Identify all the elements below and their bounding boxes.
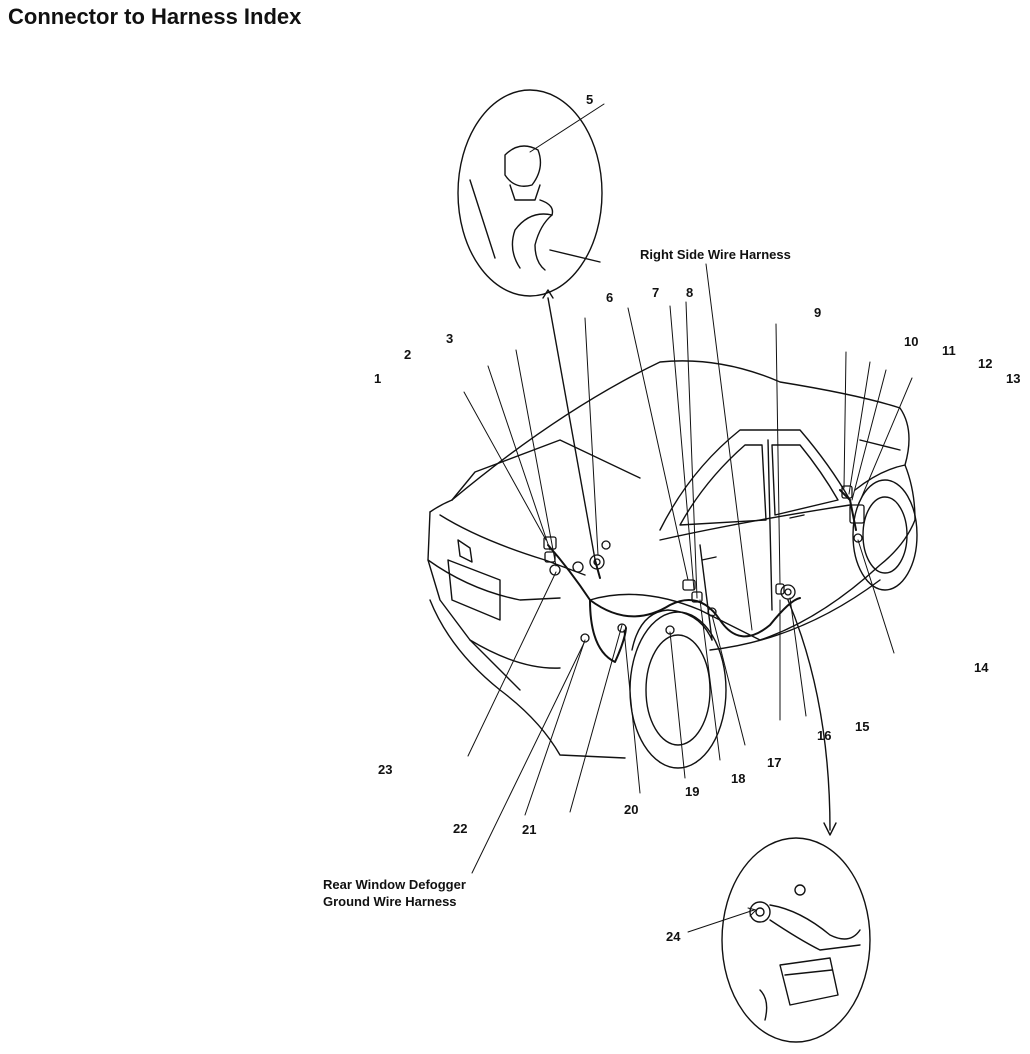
callout-18: 18 bbox=[731, 771, 746, 786]
callout-5: 5 bbox=[586, 92, 594, 107]
callout-11: 11 bbox=[942, 343, 956, 358]
detail-bubble-connector-5 bbox=[457, 89, 603, 297]
rear-window-defogger-line-1: Rear Window Defogger bbox=[323, 877, 466, 892]
callout-17: 17 bbox=[767, 755, 782, 770]
harness-routing bbox=[547, 489, 857, 663]
right-side-wire-harness-label: Right Side Wire Harness bbox=[640, 246, 791, 263]
callout-13: 13 bbox=[1006, 371, 1021, 386]
callout-6: 6 bbox=[606, 290, 614, 305]
callout-16: 16 bbox=[817, 728, 832, 743]
bubble-link-arrows bbox=[542, 289, 837, 836]
car-body bbox=[427, 360, 916, 759]
callout-14: 14 bbox=[974, 660, 989, 675]
callout-20: 20 bbox=[624, 802, 639, 817]
leader-lines bbox=[463, 103, 913, 933]
callout-10: 10 bbox=[904, 334, 919, 349]
callout-19: 19 bbox=[685, 784, 700, 799]
callout-22: 22 bbox=[453, 821, 468, 836]
callout-24: 24 bbox=[666, 929, 681, 944]
callout-23: 23 bbox=[378, 762, 393, 777]
page-title: Connector to Harness Index bbox=[8, 4, 302, 29]
rear-window-defogger-ground-label: Rear Window Defogger Ground Wire Harness bbox=[323, 876, 466, 910]
rear-window-defogger-line-2: Ground Wire Harness bbox=[323, 894, 457, 909]
connectors bbox=[543, 485, 865, 643]
callout-7: 7 bbox=[652, 285, 660, 300]
right-side-wire-harness-text: Right Side Wire Harness bbox=[640, 247, 791, 262]
callout-12: 12 bbox=[978, 356, 993, 371]
front-wheel bbox=[852, 479, 918, 591]
callout-8: 8 bbox=[686, 285, 694, 300]
callout-9: 9 bbox=[814, 305, 822, 320]
detail-bubble-connector-24 bbox=[721, 837, 871, 1043]
callout-1: 1 bbox=[374, 371, 382, 386]
callout-3: 3 bbox=[446, 331, 454, 346]
callout-2: 2 bbox=[404, 347, 412, 362]
callout-15: 15 bbox=[855, 719, 870, 734]
callout-21: 21 bbox=[522, 822, 537, 837]
